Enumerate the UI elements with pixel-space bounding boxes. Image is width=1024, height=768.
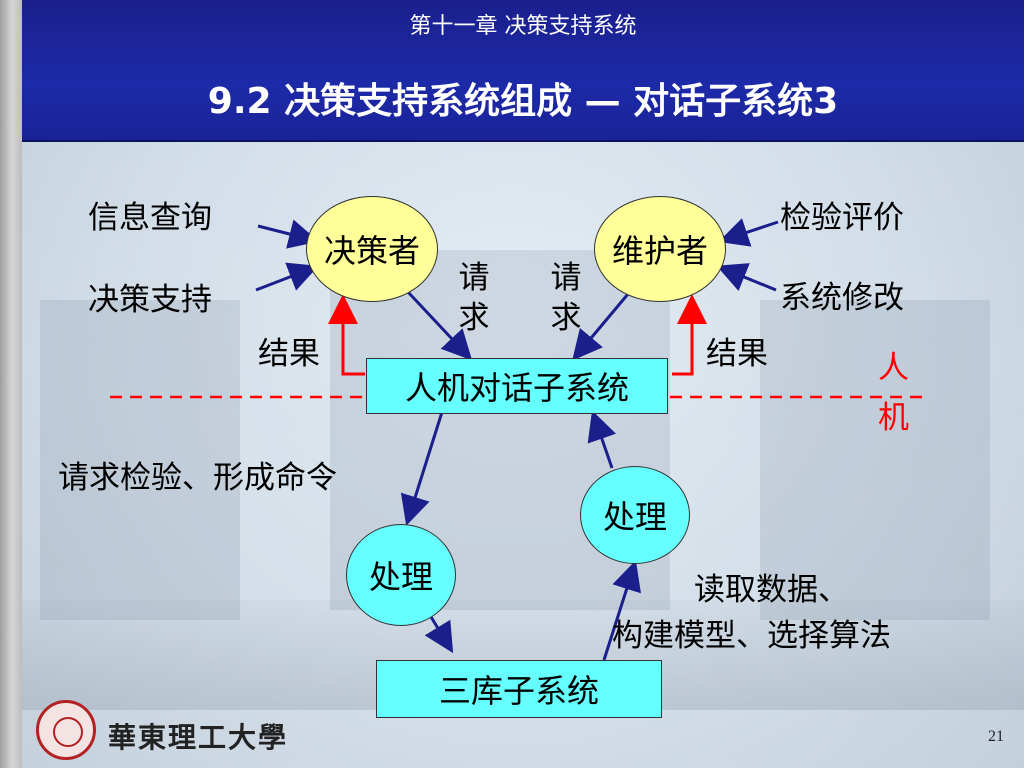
label-result-right: 结果: [706, 336, 768, 372]
arrow-system-modify: [716, 263, 777, 292]
arrow-check-eval: [718, 218, 779, 247]
process-right-node: 处理: [580, 466, 690, 564]
process-right-label: 处理: [602, 498, 667, 536]
label-request-right: 请求: [550, 260, 582, 336]
left-edge-bar: [0, 0, 22, 768]
label-machine: 机: [878, 400, 909, 436]
slide-title: 9.2 决策支持系统组成 — 对话子系统3: [207, 81, 839, 122]
hci-subsystem-node: 人机对话子系统: [366, 358, 668, 414]
arrow-hci-to-process: [400, 411, 444, 526]
maintainer-node: 维护者: [594, 196, 726, 302]
hci-subsystem-label: 人机对话子系统: [404, 369, 629, 407]
arrow-info-query: [257, 219, 319, 249]
label-read-data: 读取数据、: [694, 572, 849, 608]
decision-maker-node: 决策者: [306, 196, 438, 302]
bg-building-right: [760, 300, 990, 620]
process-left-node: 处理: [346, 524, 456, 626]
university-seal-logo: [36, 700, 96, 760]
label-build-model: 构建模型、选择算法: [612, 618, 891, 654]
arrow-request-left: [406, 290, 473, 361]
label-check-eval: 检验评价: [780, 200, 904, 236]
label-request-left: 请求: [458, 260, 490, 336]
arrow-result-left: [328, 294, 365, 376]
arrow-result-right: [672, 294, 707, 376]
university-name: 華東理工大學: [108, 721, 289, 754]
chapter-title: 第十一章 决策支持系统: [409, 14, 637, 39]
three-base-subsystem-node: 三库子系统: [376, 660, 662, 718]
label-human: 人: [878, 350, 909, 386]
bg-building-left: [40, 300, 240, 620]
arrow-request-right: [572, 293, 630, 361]
maintainer-label: 维护者: [611, 232, 708, 270]
arrow-process-to-hci: [587, 410, 617, 469]
decision-maker-label: 决策者: [323, 232, 420, 270]
page-number: 21: [988, 728, 1004, 745]
label-decision-support: 决策支持: [88, 282, 212, 318]
label-system-modify: 系统修改: [780, 280, 904, 316]
arrow-base-to-process: [602, 560, 641, 661]
label-info-query: 信息查询: [88, 200, 212, 236]
slide-header: 第十一章 决策支持系统 9.2 决策支持系统组成 — 对话子系统3: [22, 0, 1024, 142]
label-request-check-command: 请求检验、形成命令: [58, 460, 337, 496]
arrow-process-to-base: [424, 611, 454, 654]
arrow-decision-support: [255, 262, 319, 292]
three-base-subsystem-label: 三库子系统: [438, 672, 599, 710]
label-result-left: 结果: [258, 336, 320, 372]
process-left-label: 处理: [368, 558, 433, 596]
